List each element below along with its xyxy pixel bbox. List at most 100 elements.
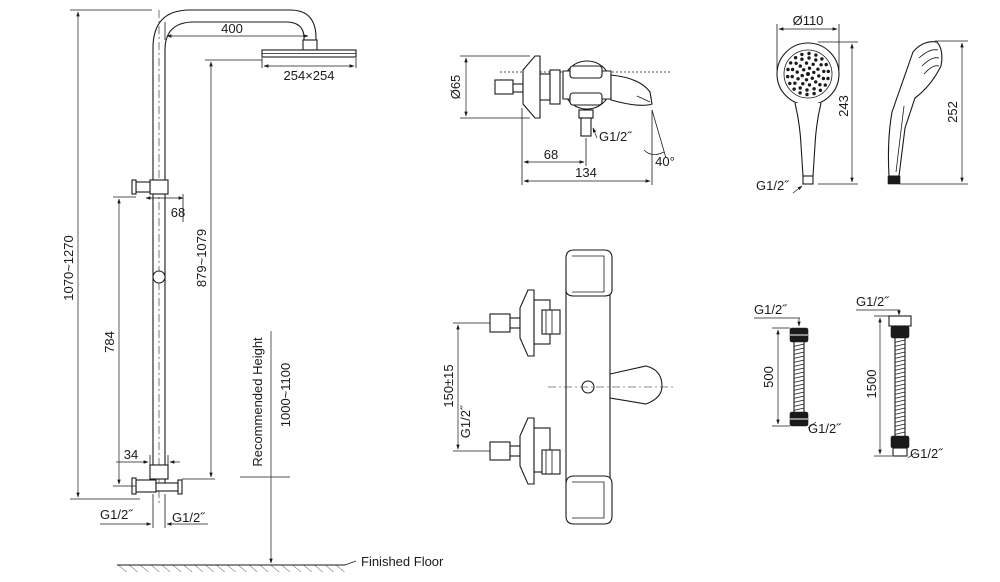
nozzle-dot [811,62,815,66]
thermostat-thread-label: G1/2˝ [458,404,473,438]
slide-height-label: 784 [102,331,117,353]
nozzle-dot [807,51,811,56]
spout-length-label: 134 [575,165,597,180]
hose-coil-wind [894,355,906,359]
nozzle-dot [810,76,814,80]
hose-coil-wind [894,411,906,415]
hose-coil-wind [894,359,906,363]
hose-coil-wind [793,355,805,359]
nozzle-dot [795,70,799,74]
arm-length-label: 400 [221,21,243,36]
bottom-offset-label: 34 [124,447,138,462]
hose-coil-wind [894,367,906,371]
hose-coil-wind [894,379,906,383]
hose-coil-wind [793,363,805,367]
hose-coil-wind [793,407,805,411]
hose-coil-wind [793,383,805,387]
inlet-right-label: G1/2˝ [172,510,206,525]
hose-coil-wind [894,351,906,355]
hose-coil-wind [894,363,906,367]
hose-coil-wind [793,387,805,391]
hose-coil-wind [894,387,906,391]
nozzle-dot [786,74,790,79]
hose-coil-wind [793,375,805,379]
spout-depth-label: 68 [544,147,558,162]
inlet-left-label: G1/2˝ [100,507,134,522]
nozzle-dot [812,87,816,91]
nozzle-dot [800,57,804,61]
nozzle-dot [798,86,802,90]
nozzle-dot [814,58,818,62]
hose-coil-wind [793,367,805,371]
nozzle-dot [812,70,816,75]
hose-coil-wind [894,407,906,411]
hose-coil-wind [894,399,906,403]
nozzle-dot [812,91,816,96]
hose-coil-wind [793,395,805,399]
hose-coil-wind [894,403,906,407]
hand-shower-thread-label: G1/2˝ [756,178,790,193]
nozzle-dot [793,56,798,60]
hose-coil-wind [894,339,906,343]
hose-coil-wind [894,371,906,375]
spout-angle-label: 40° [655,154,675,169]
hose-coil-wind [894,419,906,423]
hose-coil-wind [894,391,906,395]
nozzle-dot [789,61,793,65]
hose-coil-wind [793,347,805,351]
hand-shower-view: Ø110 243 G1/2˝ 252 [756,13,968,194]
hose-short-thread-bottom: G1/2˝ [808,421,842,436]
nozzle-dot [820,57,824,61]
floor-label: Finished Floor [361,554,444,569]
nozzle-dot [814,80,818,84]
nozzle-pattern [786,51,830,97]
nozzle-dot [814,53,818,57]
nozzle-dot [805,88,809,92]
hose-coil-wind [793,403,805,407]
hose-short-view: 500 G1/2˝ G1/2˝ [754,302,842,436]
nozzle-dot [796,77,800,81]
total-height-label: 1070~1270 [61,235,76,300]
nozzle-dot [817,74,821,78]
head-height-label: 879~1079 [194,229,209,287]
nozzle-dot [788,81,792,86]
thermostat-centers-label: 150±15 [441,364,456,407]
nozzle-dot [821,76,826,81]
hose-short-thread-top: G1/2˝ [754,302,788,317]
nozzle-dot [818,83,822,87]
hose-coil-wind [894,383,906,387]
hose-coil-wind [894,427,906,431]
nozzle-dot [802,68,806,72]
head-size-label: 254×254 [284,68,335,83]
hand-shower-diameter-label: Ø110 [793,13,824,28]
nozzle-dot [819,63,823,67]
nozzle-dot [794,61,798,65]
hose-long-thread-top: G1/2˝ [856,294,890,309]
nozzle-dot [804,61,809,65]
mixer-offset-label: 68 [171,205,185,220]
hose-long-thread-bottom: G1/2˝ [910,446,944,461]
hose-short-length-label: 500 [761,366,776,388]
hose-coil-wind [793,371,805,375]
floor-line [117,560,357,572]
nozzle-dot [804,78,809,82]
nozzle-dot [790,74,794,79]
nozzle-dot [800,73,804,78]
nozzle-dot [801,82,805,86]
hose-coil-wind [894,347,906,351]
nozzle-dot [823,83,827,87]
shower-column-view: 400 254×254 1070~1270 879~1079 68 784 34 [61,9,444,572]
hose-coil-wind [793,359,805,363]
nozzle-dot [826,76,830,81]
hose-coil-wind [793,343,805,347]
nozzle-dot [793,81,797,85]
nozzle-dot [798,64,802,68]
nozzle-dot [792,87,796,91]
hose-coil-wind [793,391,805,395]
spout-thread-label: G1/2˝ [599,129,633,144]
nozzle-dot [807,83,812,87]
hand-shower-front-height-label: 243 [836,95,851,117]
hose-coil-wind [894,375,906,379]
shower-head [261,39,357,58]
hose-coil-wind [793,399,805,403]
